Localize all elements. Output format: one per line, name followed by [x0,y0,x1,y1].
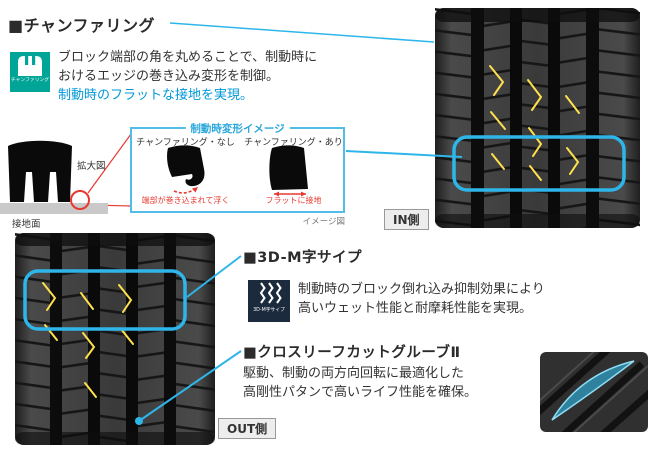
in-side-label: IN側 [384,209,429,230]
sipe-description-line1: 制動時のブロック倒れ込み抑制効果により [298,282,545,297]
chamfering-description-line3: 制動時のフラットな接地を実現。 [58,88,254,103]
out-side-label: OUT側 [218,418,277,439]
without-chamfering-label: チャンファリング・なし [136,138,235,148]
tire-tread-image-out [15,233,215,445]
sipe-description-line2: 高いウェット性能と耐摩耗性能を実現。 [298,301,533,316]
crossleaf-title: ■クロスリーフカットグルーブⅡ [243,345,461,361]
chamfering-badge: チャンファリング [10,52,50,92]
chamfering-icon [18,56,42,76]
tire-tread-in-graphic [435,8,640,228]
chamfering-description: ブロック端部の角を丸めることで、制動時に おけるエッジの巻き込み変形を制御。 制… [58,48,317,105]
deformation-diagram-box: 制動時変形イメージ チャンファリング・なし チャンファリング・あり 端部が巻き込… [130,121,345,213]
with-chamfering-label: チャンファリング・あり [244,138,343,148]
ground-label: 接地面 [12,219,41,230]
sipe-title: ■3D-M字サイプ [243,250,363,266]
cross-leaf-closeup-graphic [540,352,648,432]
chamfering-title-leader-line [169,22,435,43]
sipe-icon [259,282,282,304]
crossleaf-description: 駆動、制動の両方向回転に最適化した 高剛性パタンで高いライフ性能を確保。 [243,364,477,402]
tire-tread-out-graphic [15,233,215,445]
sipe-description: 制動時のブロック倒れ込み抑制効果により 高いウェット性能と耐摩耗性能を実現。 [298,280,545,318]
chamfering-description-line1: ブロック端部の角を丸めることで、制動時に [58,50,318,65]
leaf-groove-shape [551,360,635,421]
sipe-badge-label: 3D-M字サイプ [253,308,285,313]
chamfering-title: ■チャンファリング [8,16,155,35]
block-without-chamfering-graphic [167,145,205,194]
chamfering-description-line2: おけるエッジの巻き込み変形を制御。 [58,69,280,84]
sipe-highlight-frame [23,269,187,331]
chamfering-highlight-frame [452,135,626,192]
sipe-highlight-lines [42,282,134,398]
magnifier-circle [70,190,90,210]
sipe-highlight-lines [489,65,580,181]
chamfering-badge-label: チャンファリング [10,78,50,83]
with-chamfering-note: フラットに接地 [265,196,322,205]
sipe-badge: 3D-M字サイプ [248,280,290,322]
tire-block-profile-graphic [8,140,72,202]
block-with-chamfering-graphic [269,145,308,197]
crossleaf-description-line1: 駆動、制動の両方向回転に最適化した [243,366,465,381]
without-chamfering-note: 端部が巻き込まれて浮く [141,196,230,205]
cross-leaf-closeup-image [540,352,648,432]
image-note: イメージ図 [302,217,345,227]
crossleaf-description-line2: 高剛性パタンで高いライフ性能を確保。 [243,385,478,400]
ground-bar [0,203,108,214]
diagram-title: 制動時変形イメージ [185,121,290,136]
tire-tread-image-in [435,8,640,228]
zoom-label: 拡大図 [77,161,106,172]
